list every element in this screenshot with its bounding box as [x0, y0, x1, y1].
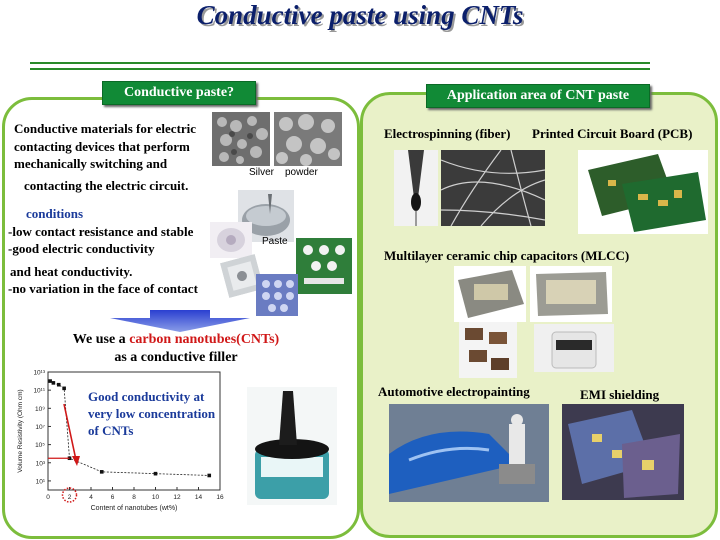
- silver-label: Silver: [249, 167, 275, 178]
- automotive-label: Automotive electropainting: [378, 384, 530, 399]
- chart-note-2: very low concentration: [88, 406, 216, 421]
- x-tick-label: 14: [195, 494, 203, 501]
- electrospinning-label: Electrospinning (fiber): [384, 126, 511, 141]
- paste-container-photo: [534, 324, 614, 372]
- y-axis-label: Volume Resistivity (Ohm cm): [17, 389, 24, 472]
- keypad-photo: [256, 274, 298, 316]
- title-rule-bottom: [30, 68, 650, 70]
- x-tick-label: 2: [68, 494, 72, 501]
- condition-4: -no variation in the face of contact: [8, 281, 198, 296]
- mlcc-module-photo-1: [454, 266, 526, 322]
- capacitor-chips-photo: [459, 322, 517, 378]
- mlcc-module-photo-2: [530, 266, 612, 322]
- paste-photo: [238, 190, 294, 242]
- emi-label: EMI shielding: [580, 387, 660, 402]
- conductive-paste-tag: Conductive paste?: [102, 81, 256, 105]
- data-point: [99, 470, 104, 474]
- y-tick-label: 10¹: [36, 478, 46, 485]
- x-tick-label: 10: [152, 494, 160, 501]
- description-line-1: Conductive materials for electric: [14, 121, 197, 136]
- cnt-highlight: carbon nanotubes(CNTs): [129, 332, 280, 347]
- y-tick-label: 10¹¹: [33, 388, 45, 395]
- data-point: [62, 386, 66, 391]
- chip-component-photo: [219, 253, 265, 299]
- paste-label: Paste: [262, 236, 288, 247]
- description-line-3: mechanically switching and: [14, 156, 168, 171]
- slide-title: Conductive paste using CNTs: [196, 0, 524, 30]
- chart-note-1: Good conductivity at: [88, 389, 205, 404]
- cnt-filler-line-2: as a conductive filler: [114, 350, 238, 365]
- y-tick-label: 10⁷: [35, 424, 45, 431]
- x-axis-label: Content of nanotubes (wt%): [91, 505, 178, 512]
- threshold-circle-icon: [61, 487, 78, 503]
- x-tick-label: 16: [216, 494, 224, 501]
- down-arrow-icon: [110, 310, 250, 332]
- powder-label: powder: [285, 167, 318, 178]
- fiber-micrograph: [441, 150, 545, 226]
- silver-micrograph-1: [212, 112, 270, 166]
- x-tick-label: 0: [46, 494, 50, 501]
- condition-1: -low contact resistance and stable: [8, 224, 194, 239]
- pcb-photo: [578, 150, 708, 234]
- description-line-2: contacting devices that perform: [14, 139, 190, 154]
- annotation-arrow: [63, 403, 77, 461]
- description-line-4: contacting the electric circuit.: [24, 178, 189, 193]
- paste-product-photo: [210, 222, 252, 258]
- x-tick-label: 6: [111, 494, 115, 501]
- annotation-arrowhead-icon: [72, 456, 80, 466]
- x-tick-label: 4: [89, 494, 93, 501]
- data-point: [51, 381, 56, 385]
- electrospinning-nozzle-photo: [394, 150, 438, 226]
- conditions-heading: conditions: [26, 206, 84, 221]
- data-point: [207, 473, 212, 478]
- data-point: [153, 471, 158, 476]
- x-tick-label: 12: [173, 494, 181, 501]
- y-tick-label: 10⁹: [35, 406, 45, 413]
- electronic-device-photo: [296, 238, 352, 294]
- y-tick-label: 10³: [36, 460, 46, 467]
- data-point: [56, 382, 61, 387]
- y-tick-label: 10⁵: [35, 442, 45, 449]
- condition-2: -good electric conductivity: [8, 241, 155, 256]
- x-tick-label: 8: [132, 494, 136, 501]
- automotive-electropainting-photo: [389, 404, 549, 502]
- cnt-filler-line-1: We use a carbon nanotubes(CNTs): [0, 330, 352, 350]
- silver-micrograph-2: [274, 112, 342, 166]
- title-rule-top: [30, 62, 650, 64]
- application-area-tag: Application area of CNT paste: [426, 84, 650, 108]
- pcb-label: Printed Circuit Board (PCB): [532, 126, 693, 141]
- resistivity-chart: 10¹³ 10¹¹ 10⁹ 10⁷ 10⁵ 10³ 10¹ 0 2 4 6 8 10 12 14 16 Co…: [17, 370, 224, 513]
- data-point: [48, 379, 52, 383]
- y-tick-label: 10¹³: [33, 370, 45, 377]
- mlcc-label: Multilayer ceramic chip capacitors (MLCC…: [384, 248, 630, 263]
- chart-note-3: of CNTs: [88, 423, 134, 438]
- emi-shielding-photo: [562, 404, 684, 500]
- cnt-prefix: We use a: [72, 332, 130, 347]
- condition-3: and heat conductivity.: [10, 264, 133, 279]
- cnt-paste-jar-photo: [247, 387, 337, 505]
